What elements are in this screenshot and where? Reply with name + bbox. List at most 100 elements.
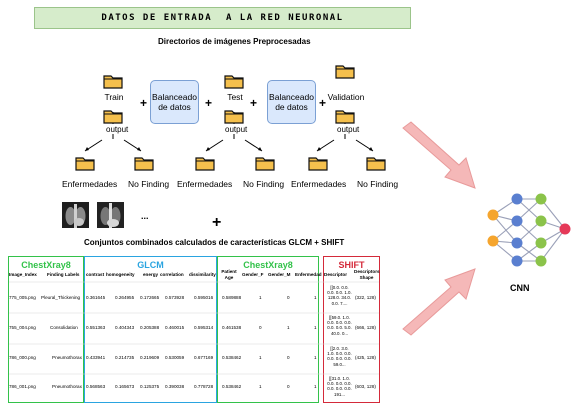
cell-image: 775_005.png [9, 295, 36, 300]
class-enfermedades-label: Enfermedades [62, 179, 118, 189]
chestxray8-patient-box [217, 256, 319, 403]
header-correlation: correlation [160, 272, 184, 277]
cell-age: 0.538462 [222, 355, 242, 360]
cell-image: 755_004.png [9, 325, 36, 330]
features-subtitle: Conjuntos combinados calculados de carac… [84, 238, 345, 247]
balance-line-1: Balanceado [152, 92, 197, 102]
arrow-to-cnn-bottom [402, 268, 476, 336]
folder-icon [134, 157, 154, 171]
cell-shape: (666, 128) [355, 325, 376, 330]
split-train-label: Train [104, 92, 124, 102]
cnn-network-icon [487, 193, 571, 267]
cell-age: 0.538462 [222, 384, 242, 389]
class-nofinding-label: No Finding [243, 179, 285, 189]
balance-line-1: Balanceado [269, 92, 314, 102]
header-dissimilarity: dissimilarity [189, 272, 216, 277]
folder-icon [103, 110, 123, 124]
chestxray8-title: ChestXray8 [21, 260, 71, 270]
split-test-label: Test [227, 92, 243, 102]
cell-energy: 0.205388 [140, 325, 160, 330]
chestxray8-info-box [8, 256, 84, 403]
cell-enfermedad: 1 [314, 325, 317, 330]
header-finding-labels: Finding Labels [47, 272, 80, 277]
cell-shape: (322, 128) [355, 295, 376, 300]
folder-icon [335, 65, 355, 79]
cell-energy: 0.125375 [140, 384, 160, 389]
cell-energy: 0.172665 [140, 295, 160, 300]
balance-line-2: de datos [275, 102, 308, 112]
folder-icon [75, 157, 95, 171]
header-gender-f: Gender_F [242, 272, 264, 277]
cell-dissimilarity: 0.595016 [194, 295, 214, 300]
output-label: output [106, 125, 129, 134]
cell-dissimilarity: 0.778728 [194, 384, 214, 389]
cell-label: Consolidation [50, 325, 78, 330]
folder-icon [335, 110, 355, 124]
output-label: output [225, 125, 248, 134]
cell-correlation: 0.460015 [165, 325, 185, 330]
cell-contrast: 0.433941 [86, 355, 106, 360]
cell-shape: (603, 128) [355, 384, 376, 389]
cell-contrast: 0.361645 [86, 295, 106, 300]
more-images-ellipsis: ... [141, 211, 149, 221]
cell-contrast: 0.568563 [86, 384, 106, 389]
shift-title: SHIFT [338, 260, 365, 270]
folder-icon [366, 157, 386, 171]
cell-dissimilarity: 0.595314 [194, 325, 214, 330]
cell-homogeneity: 0.165673 [115, 384, 135, 389]
cell-energy: 0.219609 [140, 355, 160, 360]
cell-gender-f: 1 [259, 295, 262, 300]
cell-contrast: 0.551363 [86, 325, 106, 330]
cell-descriptor: [[31.0. 1.0. 0.0. 0.0. 0.0. 0.0. 0.0. 0.… [327, 376, 352, 397]
folder-icon [224, 75, 244, 89]
cell-gender-m: 1 [287, 325, 290, 330]
header-contrast: contrast [86, 272, 105, 277]
cell-correlation: 0.390038 [165, 384, 185, 389]
cnn-label: CNN [510, 283, 530, 293]
cell-image: 786_001.png [9, 384, 36, 389]
cell-label: Pneumothorax [52, 384, 82, 389]
header-patient-age: Patient Age [221, 269, 237, 280]
cell-shape: (425, 128) [355, 355, 376, 360]
header-image-index: Image_Index [9, 272, 37, 277]
shift-features-box [323, 256, 380, 403]
plus-sign: + [212, 214, 222, 231]
cell-gender-f: 1 [259, 384, 262, 389]
folder-icon [255, 157, 275, 171]
cell-homogeneity: 0.264955 [115, 295, 135, 300]
folder-icon [308, 157, 328, 171]
cell-age: 0.589888 [222, 295, 242, 300]
plus-sign: + [319, 96, 327, 110]
cell-gender-f: 1 [259, 355, 262, 360]
cell-homogeneity: 0.404343 [115, 325, 135, 330]
plus-sign: + [250, 96, 258, 110]
cell-homogeneity: 0.214735 [115, 355, 135, 360]
cell-gender-f: 0 [259, 325, 262, 330]
class-nofinding-label: No Finding [128, 179, 170, 189]
cell-image: 786_000.png [9, 355, 36, 360]
header-descriptor: Descriptor [324, 272, 347, 277]
header-energy: energy [143, 272, 159, 277]
header-enfermedad: Enfermedad [295, 272, 322, 277]
class-nofinding-label: No Finding [357, 179, 399, 189]
glcm-features-box [84, 256, 217, 403]
header-homogeneity: homogeneity [106, 272, 135, 277]
cell-descriptor: [[0.0. 0.0. 0.0. 0.0. 1.0. 128.0. 34.0. … [327, 285, 352, 306]
cell-enfermedad: 1 [314, 355, 317, 360]
banner-text: DATOS DE ENTRADA A LA RED NEURONAL [101, 13, 344, 23]
header-descriptors-shape: Descriptors Shape [354, 269, 380, 280]
cell-correlation: 0.573928 [165, 295, 185, 300]
cell-label: Pleural_Thickening [41, 295, 81, 300]
cell-gender-m: 0 [287, 355, 290, 360]
class-enfermedades-label: Enfermedades [291, 179, 347, 189]
plus-sign: + [140, 96, 148, 110]
cell-enfermedad: 1 [314, 384, 317, 389]
cell-descriptor: [[2.0. 3.0. 1.0. 0.0. 0.0. 0.0. 0.0. 0.0… [327, 346, 352, 367]
plus-sign: + [205, 96, 213, 110]
header-gender-m: Gender_M [268, 272, 291, 277]
cell-correlation: 0.530059 [165, 355, 185, 360]
balance-line-2: de datos [158, 102, 191, 112]
